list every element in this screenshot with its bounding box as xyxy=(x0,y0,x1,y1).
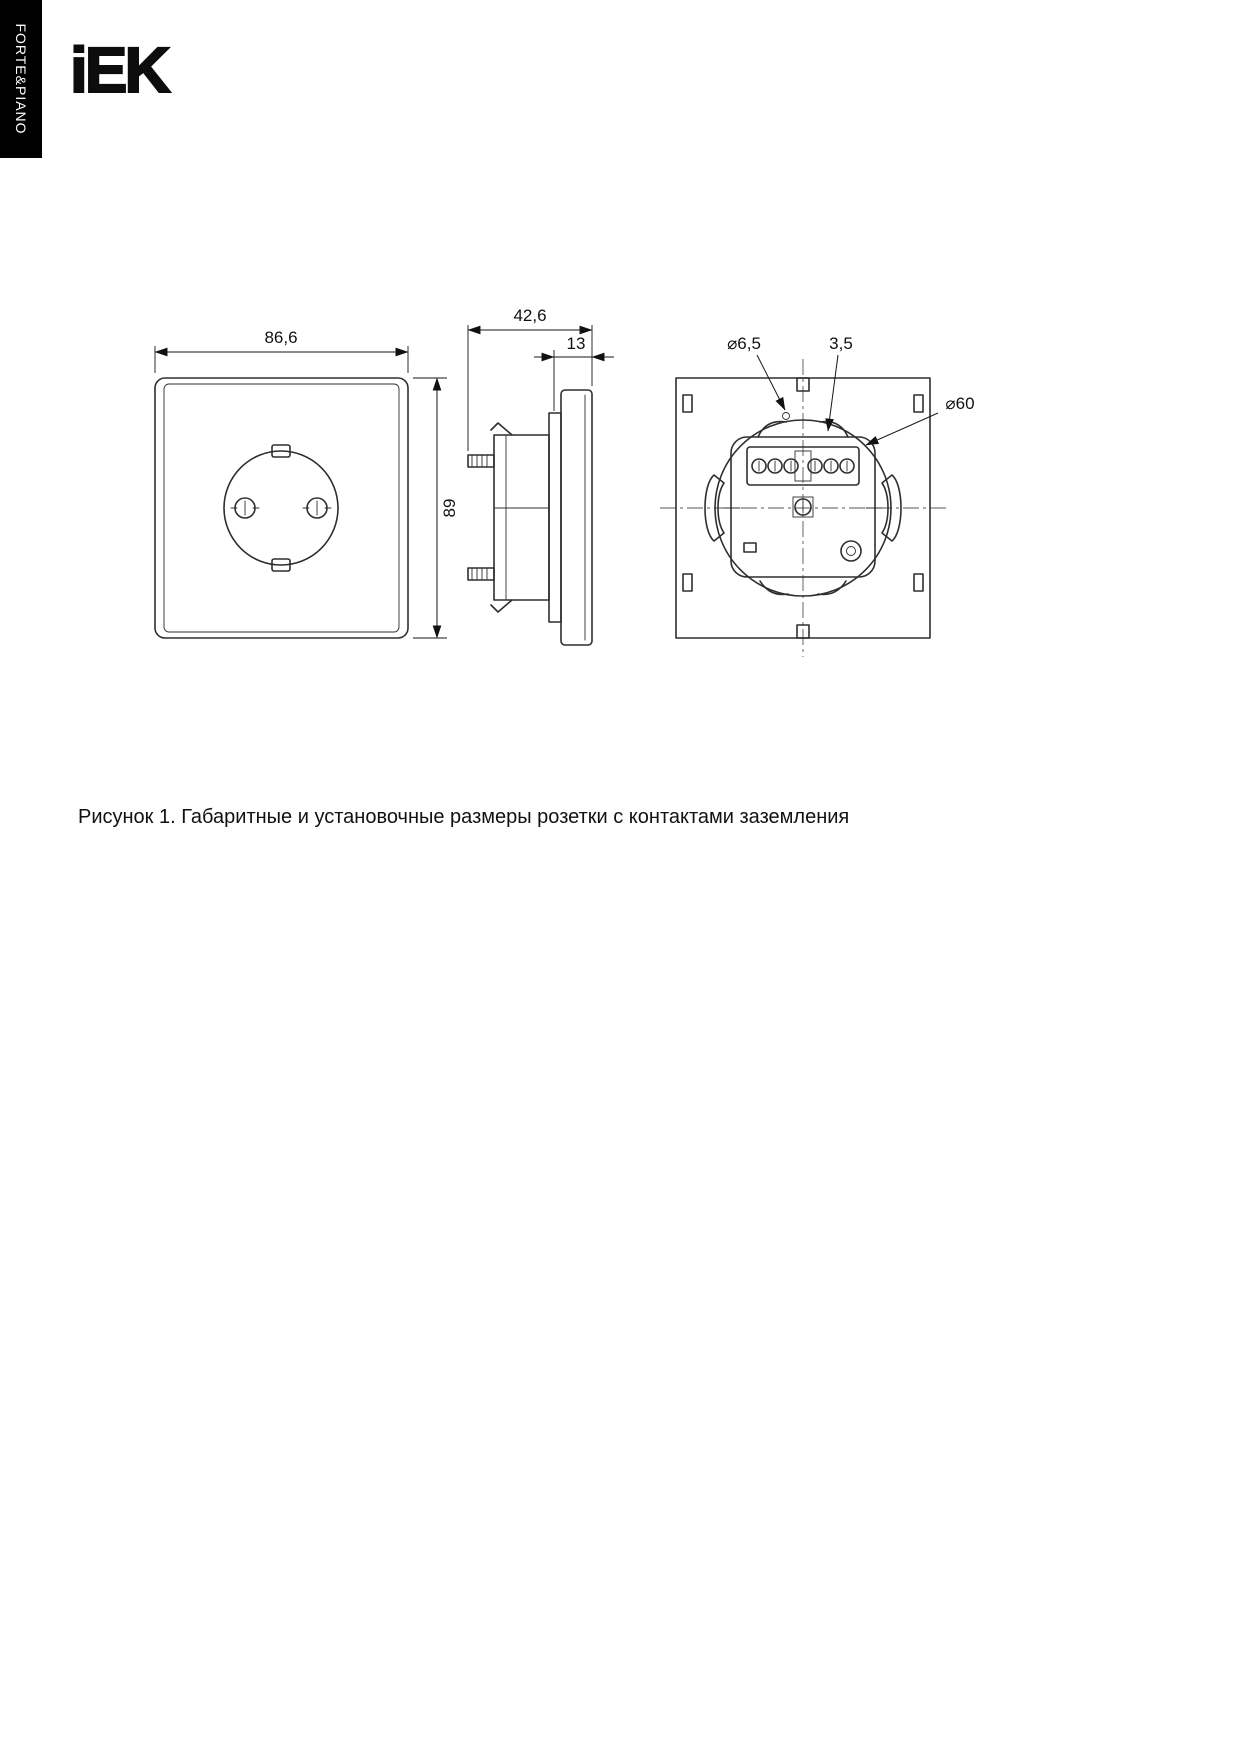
iek-logo: iEK xyxy=(69,34,172,106)
side-depth-dim: 42,6 xyxy=(513,306,546,325)
side-front-depth-dim: 13 xyxy=(567,334,586,353)
front-view-drawing: 86,6 89 xyxy=(154,328,459,639)
front-height-dim: 89 xyxy=(440,499,459,518)
hole-diameter-dim: ⌀6,5 xyxy=(727,334,761,353)
back-view-drawing: ⌀6,5 3,5 ⌀60 xyxy=(660,334,975,657)
mount-diameter-dim: ⌀60 xyxy=(945,394,974,413)
slot-width-dim: 3,5 xyxy=(829,334,853,353)
series-side-tab: FORTE&PIANO xyxy=(0,0,42,158)
front-width-dim: 86,6 xyxy=(264,328,297,347)
dimension-drawings: 86,6 89 xyxy=(154,306,975,657)
figure-caption: Рисунок 1. Габаритные и установочные раз… xyxy=(78,806,850,828)
series-label: FORTE&PIANO xyxy=(13,23,29,135)
side-view-drawing: 42,6 13 xyxy=(467,306,614,646)
